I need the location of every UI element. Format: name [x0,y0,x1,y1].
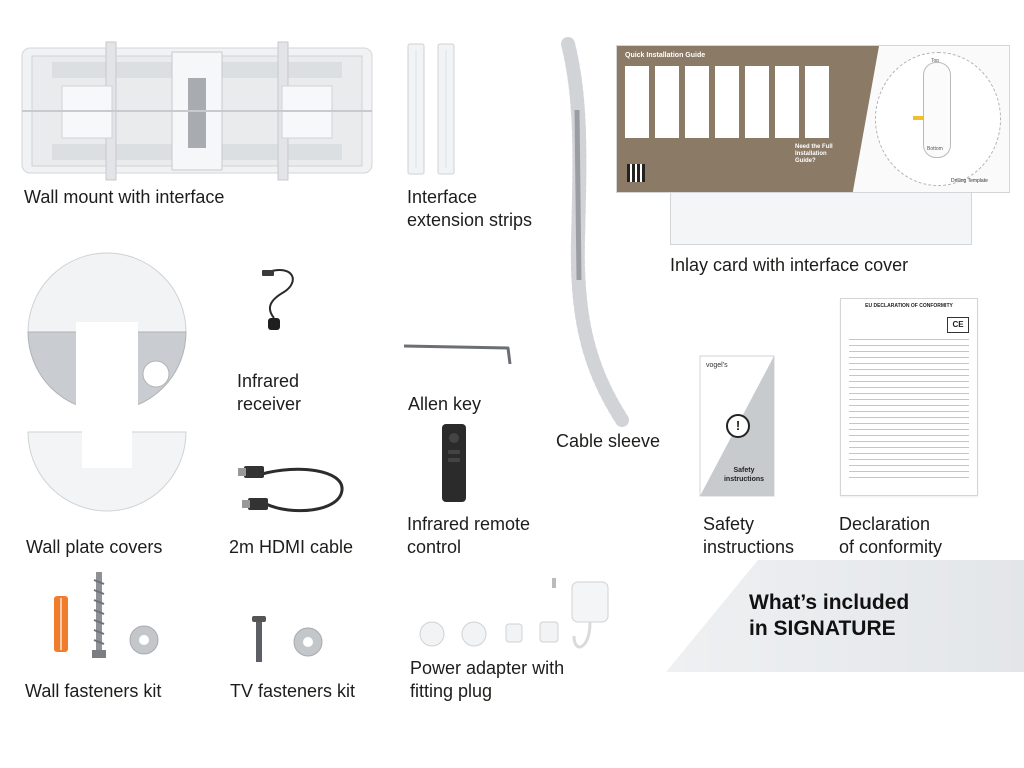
template-top-label: Top [931,58,940,64]
template-slot [923,62,951,158]
guide-steps [625,66,835,138]
wall-fasteners-label: Wall fasteners kit [25,681,162,701]
guide-title: Quick Installation Guide [625,52,706,59]
declaration-sheet: EU DECLARATION OF CONFORMITY CE [840,298,978,496]
remote-control-image [442,424,466,502]
template-caption: Drilling Template [951,178,988,184]
safety-label: Safety instructions [703,514,795,557]
power-adapter-image [419,578,609,649]
hdmi-cable-label: 2m HDMI cable [229,537,354,557]
template-bottom-label: Bottom [927,146,943,152]
wall-fasteners-image [54,572,159,658]
inlay-card-label: Inlay card with interface cover [670,255,909,275]
wall-plate-covers-image [27,252,187,512]
wall-plate-covers-label: Wall plate covers [26,537,163,557]
declaration-title: EU DECLARATION OF CONFORMITY [865,303,953,309]
interface-cover [670,189,972,245]
remote-control-label: Infrared remote control [407,514,531,557]
ir-receiver-label: Infrared receiver [237,371,302,414]
allen-key-label: Allen key [408,394,482,414]
cable-sleeve-label: Cable sleeve [556,431,661,451]
need-full-guide-text: Need the Full Installation Guide? [795,144,833,164]
allen-key-image [403,344,512,365]
template-marker [913,116,923,120]
cable-sleeve-image [561,37,629,427]
booklet-title: Safety instructions [723,467,765,483]
booklet-brand: vogel's [706,362,728,369]
inlay-card: Quick Installation Guide Need the Full I… [616,45,1010,245]
safety-booklet: vogel's ! Safety instructions [699,355,775,497]
ir-receiver-image [262,269,294,330]
banner-heading: What’s included in SIGNATURE [749,591,910,640]
inlay-card-panel: Quick Installation Guide Need the Full I… [616,45,1010,193]
ce-mark: CE [947,317,969,333]
declaration-body [849,339,969,479]
qr-code [627,164,645,182]
hdmi-cable-image [238,466,344,513]
wall-mount-label: Wall mount with interface [24,187,225,207]
extension-strips-image [407,43,455,175]
tv-fasteners-image [252,616,323,662]
extension-strips-label: Interface extension strips [407,187,533,230]
declaration-label: Declaration of conformity [839,514,943,557]
power-adapter-label: Power adapter with fitting plug [410,658,565,701]
wall-mount-image [21,41,373,181]
warning-icon: ! [726,414,750,438]
tv-fasteners-label: TV fasteners kit [230,681,356,701]
